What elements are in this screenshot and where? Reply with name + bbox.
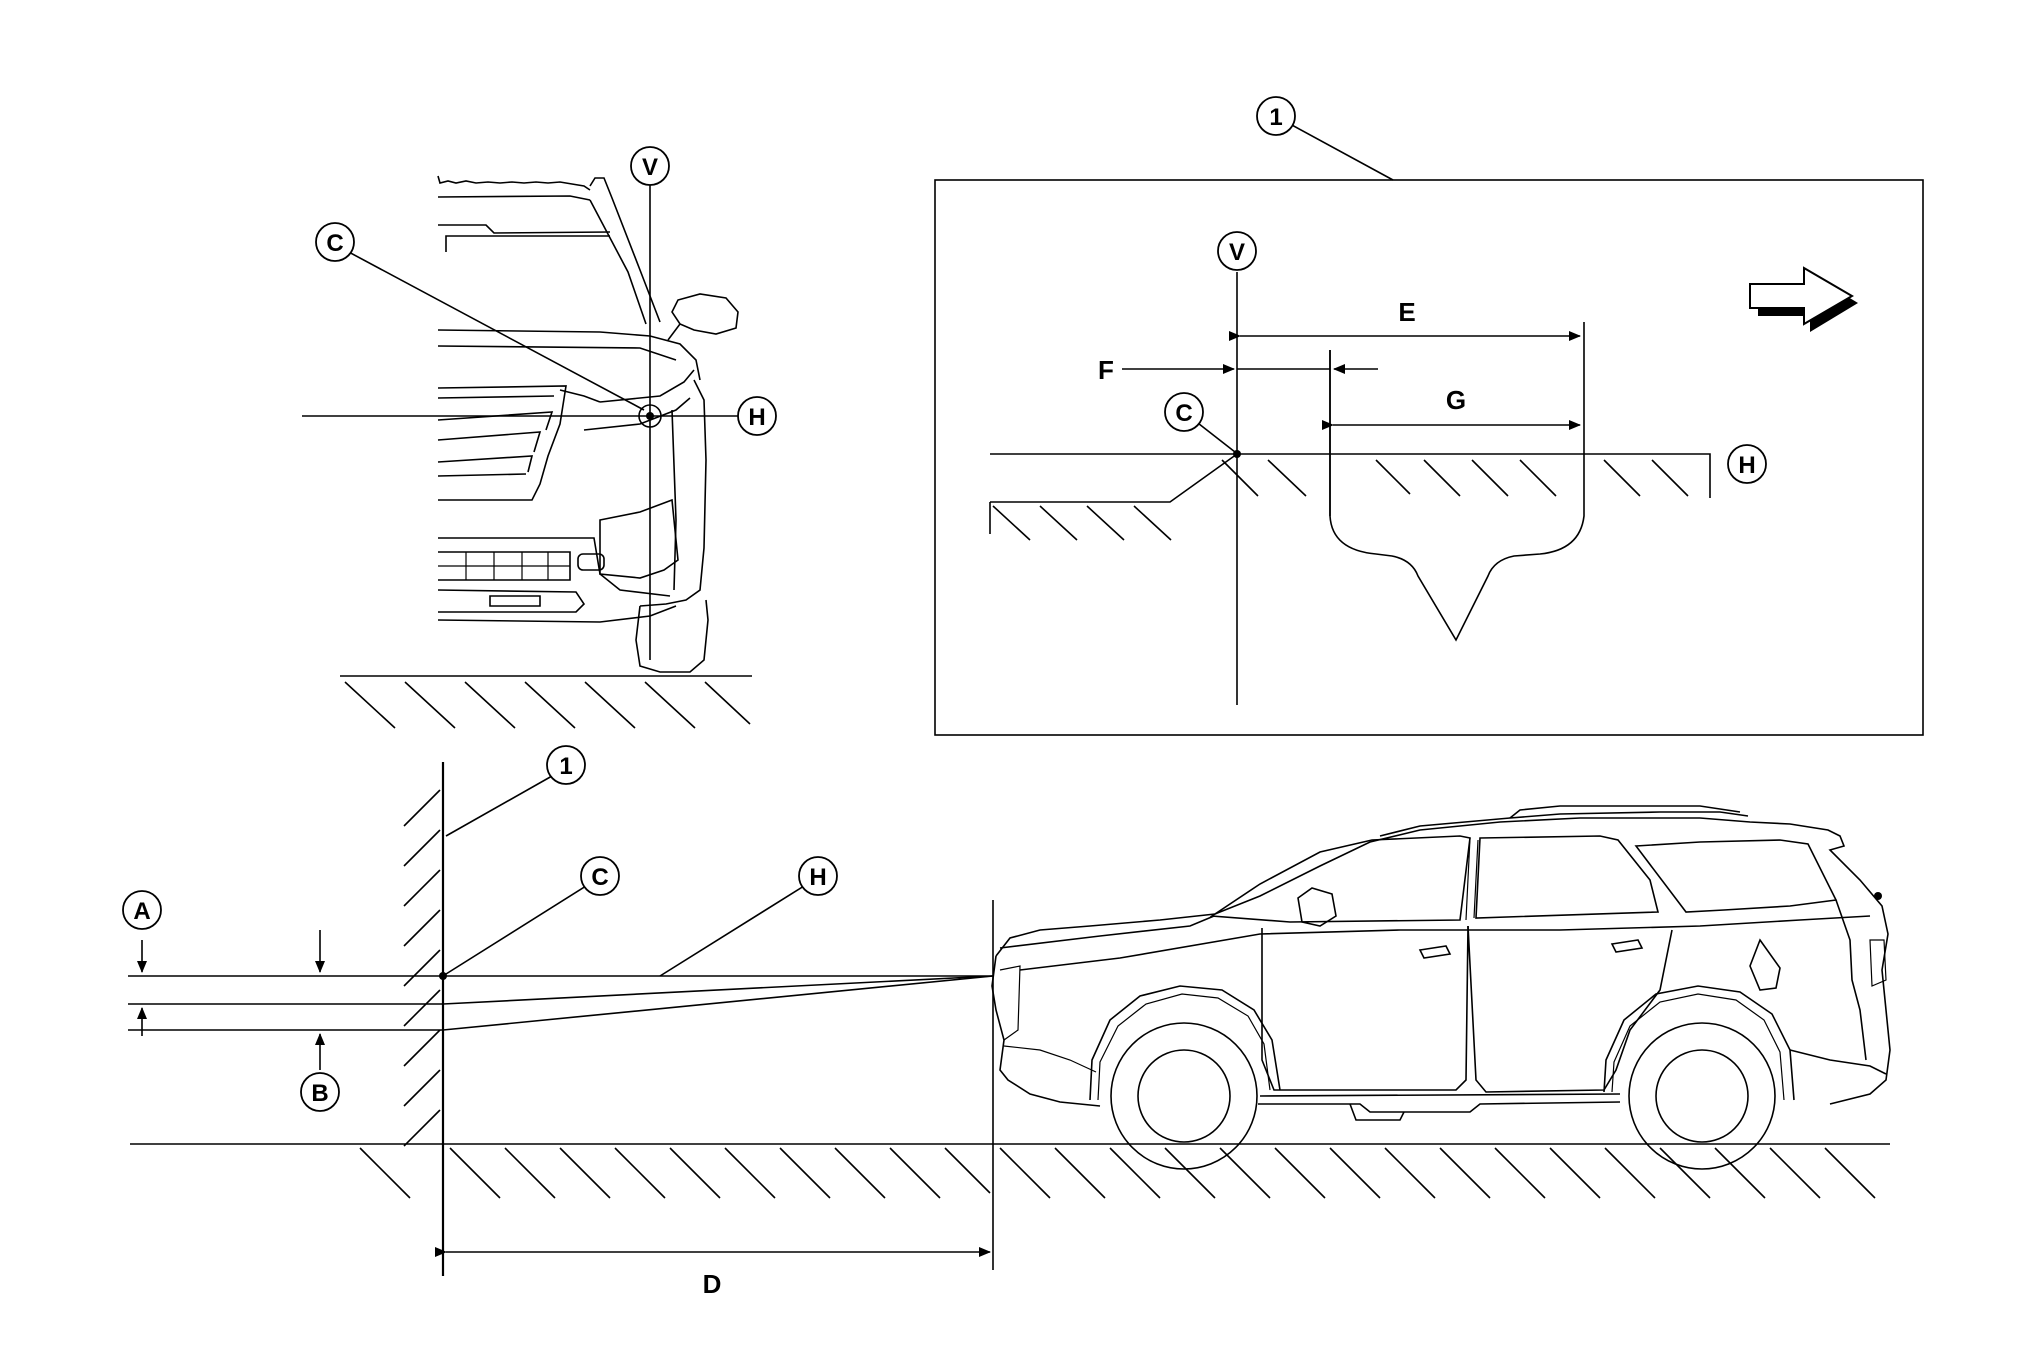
callout-b: B (300, 1072, 340, 1112)
side-view-vehicle (991, 805, 1891, 1170)
callout-c-leader (344, 249, 645, 411)
callout-h-detail: H (1727, 444, 1767, 484)
front-view-vehicle (437, 175, 739, 673)
svg-text:C: C (591, 864, 608, 891)
callout-1-side: 1 (546, 745, 586, 785)
beam-cutoff-line (990, 453, 1711, 503)
callout-v-detail: V (1217, 231, 1257, 271)
svg-text:H: H (1738, 452, 1755, 479)
callout-1-leader-side (445, 775, 553, 837)
svg-text:B: B (311, 1080, 328, 1107)
screen-point-c (439, 972, 447, 980)
callout-a: A (122, 890, 162, 930)
callout-1-leader-top (1289, 123, 1394, 181)
callout-c-detail-leader (1193, 419, 1236, 453)
svg-text:H: H (809, 864, 826, 891)
callout-h-front: H (737, 396, 777, 436)
svg-text:A: A (133, 898, 150, 925)
callout-c-detail: C (1164, 392, 1204, 432)
beam-ray-upper (442, 975, 994, 1005)
beam-hot-spot-outline (1329, 322, 1585, 642)
callout-1-top: 1 (1256, 96, 1296, 136)
svg-text:C: C (1175, 400, 1192, 427)
callout-h-side-leader (659, 885, 805, 977)
screen-wall-hatch (403, 789, 441, 1147)
label-f: F (1098, 355, 1114, 385)
headlamp-center-marker (638, 404, 662, 428)
callout-v-front: V (630, 146, 670, 186)
svg-text:V: V (1229, 239, 1245, 266)
svg-text:1: 1 (559, 753, 572, 780)
headlamp-center-dot (646, 412, 654, 420)
callout-c-side-leader (445, 885, 587, 975)
direction-arrow-icon (1749, 266, 1858, 332)
callout-h-side: H (798, 856, 838, 896)
callout-c-front: C (315, 222, 355, 262)
label-e: E (1398, 297, 1415, 327)
beam-ray-lower (442, 975, 994, 1031)
callout-c-side: C (580, 856, 620, 896)
svg-text:H: H (748, 404, 765, 431)
svg-text:C: C (326, 230, 343, 257)
svg-text:1: 1 (1269, 104, 1282, 131)
cutoff-hatch (992, 459, 1689, 541)
label-g: G (1446, 385, 1466, 415)
label-d: D (703, 1269, 722, 1299)
svg-text:V: V (642, 154, 658, 181)
aiming-screen-detail-box (934, 179, 1924, 736)
side-ground-hatch (130, 1143, 1890, 1199)
front-ground-hatch (340, 675, 752, 729)
